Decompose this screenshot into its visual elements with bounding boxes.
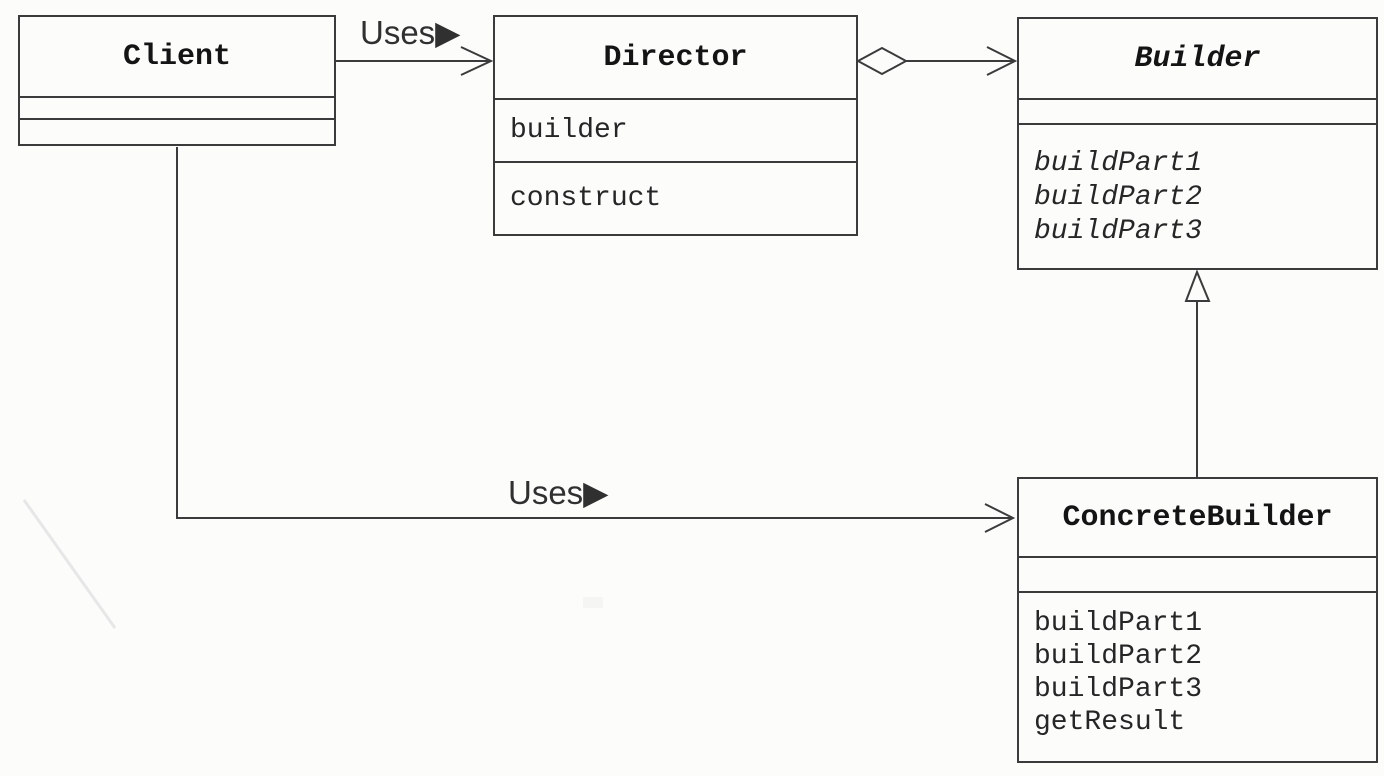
method-construct: construct [510,183,662,214]
method-buildpart1: buildPart1 [1034,148,1203,179]
class-concretebuilder-methods-compartment: buildPart1 buildPart2 buildPart3 getResu… [1019,593,1376,761]
class-concretebuilder-attributes-compartment [1019,558,1376,593]
attribute-builder: builder [510,115,628,146]
uses-label-client-concretebuilder: Uses▶ [508,474,609,511]
class-director: Director builder construct [493,15,858,236]
method-buildpart2: buildPart2 [1034,182,1203,213]
open-arrowhead-concretebuilder [984,503,1016,533]
method-buildpart1: buildPart1 [1034,608,1203,639]
class-director-name: Director [495,17,856,100]
class-builder-methods-compartment: buildPart1 buildPart2 buildPart3 [1019,125,1376,268]
class-client-name: Client [20,17,334,98]
scan-scratch-artifact [22,499,117,629]
method-getresult: getResult [1034,707,1186,738]
generalization-triangle [1184,269,1211,302]
class-concretebuilder: ConcreteBuilder buildPart1 buildPart2 bu… [1017,477,1378,763]
uses-line-client-concretebuilder [176,147,1011,519]
open-arrowhead-builder [986,46,1018,76]
method-buildpart3: buildPart3 [1034,674,1203,705]
method-buildpart2: buildPart2 [1034,641,1203,672]
class-director-methods-compartment: construct [495,163,856,234]
aggregation-diamond [855,46,909,76]
method-buildpart3: buildPart3 [1034,216,1203,247]
scan-smudge-artifact [583,597,603,608]
class-builder-attributes-compartment [1019,100,1376,125]
class-builder-name: Builder [1019,19,1376,100]
class-client-attributes-compartment [20,98,334,120]
class-builder: Builder buildPart1 buildPart2 buildPart3 [1017,17,1378,270]
class-director-attributes-compartment: builder [495,100,856,163]
class-concretebuilder-name: ConcreteBuilder [1019,479,1376,558]
class-client: Client [18,15,336,146]
open-arrowhead-director [460,46,494,76]
class-client-methods-compartment [20,120,334,144]
uses-label-client-director: Uses▶ [360,14,461,51]
